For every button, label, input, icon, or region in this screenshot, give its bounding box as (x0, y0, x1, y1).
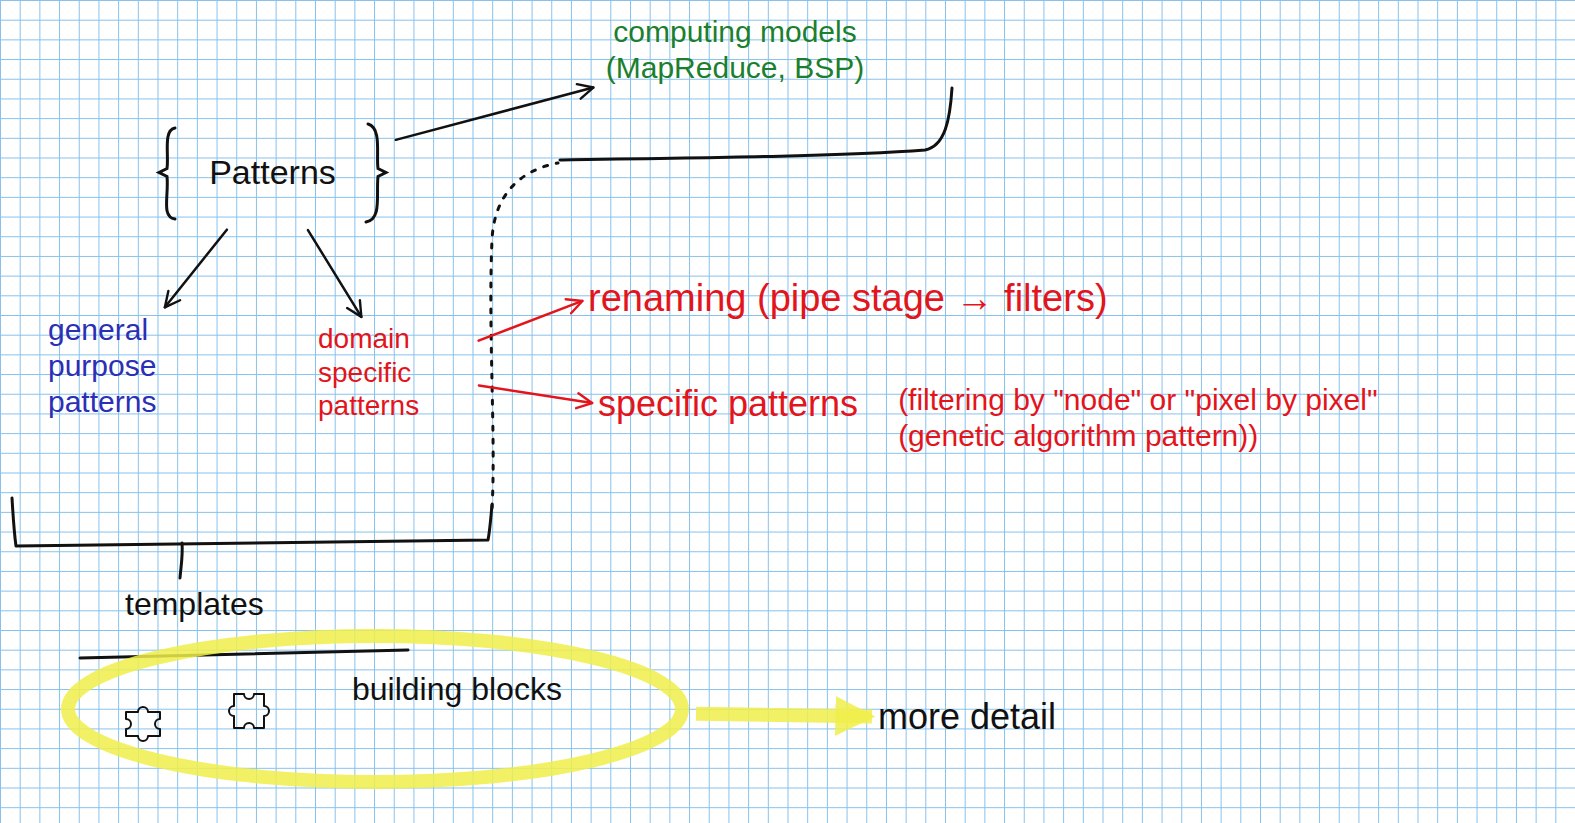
puzzle-piece (229, 694, 269, 728)
connector-arrow (479, 301, 583, 341)
node-text: (filtering by "node" or "pixel by pixel"… (898, 382, 1438, 454)
connector-arrow (696, 714, 872, 717)
node-text: specific patterns (598, 382, 858, 425)
underline (80, 650, 408, 658)
connector-arrow (308, 230, 361, 317)
node-text: domain specific patterns (318, 322, 473, 423)
templates-node: templates (125, 585, 264, 623)
node-text: renaming (pipe stage → filters) (588, 276, 1108, 322)
connector-arrow (165, 230, 227, 308)
right-brace (366, 124, 386, 222)
left-brace (159, 128, 175, 219)
connector-arrow (479, 385, 592, 403)
renaming-node: renaming (pipe stage → filters) (588, 276, 1108, 322)
model-node: computing models (MapReduce, BSP) (585, 14, 885, 86)
dashed-link (491, 163, 558, 508)
node-text: computing models (MapReduce, BSP) (585, 14, 885, 86)
blocks-node: building blocks (60, 628, 690, 790)
domain-node: domain specific patterns (318, 322, 473, 423)
group-bracket (12, 498, 492, 546)
connector-arrow (396, 88, 593, 140)
node-text: general purpose patterns (48, 312, 188, 420)
node-text: templates (125, 585, 264, 623)
highlight-outline (68, 636, 682, 782)
general-node: general purpose patterns (48, 312, 188, 420)
node-text: Patterns (209, 152, 336, 193)
specific-node: specific patterns (filtering by "node" or… (598, 382, 1438, 454)
bracket-tick (180, 543, 182, 578)
node-text: more detail (878, 695, 1056, 738)
detail-node: more detail (878, 695, 1056, 738)
node-text: building blocks (352, 670, 650, 708)
puzzle-piece (126, 707, 160, 741)
patterns-node: Patterns (155, 120, 390, 225)
highlight-ellipse (60, 628, 690, 790)
model-bracket (560, 88, 952, 160)
